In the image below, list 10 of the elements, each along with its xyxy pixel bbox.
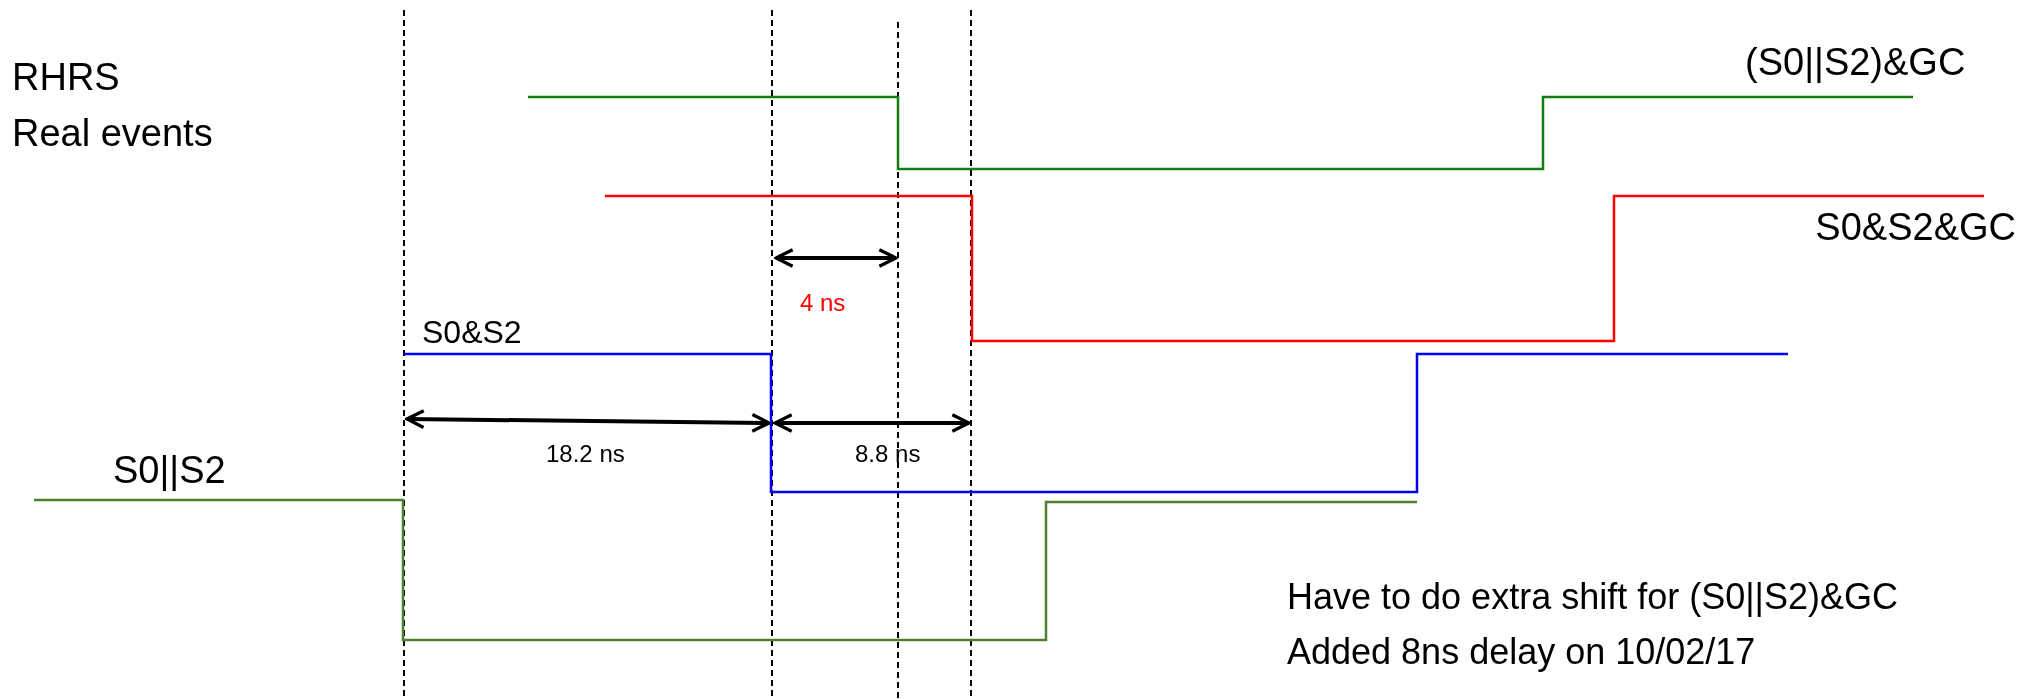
signal-label: S0||S2	[113, 451, 226, 489]
note-text: Have to do extra shift for (S0||S2)&GC	[1287, 579, 1898, 615]
signal-label: S0&S2&GC	[1815, 208, 2016, 246]
time-label: 4 ns	[800, 291, 846, 315]
title-text: Real events	[12, 114, 213, 152]
signal-label: S0&S2	[422, 316, 522, 348]
note-text: Added 8ns delay on 10/02/17	[1287, 634, 1756, 670]
signal-label: (S0||S2)&GC	[1745, 43, 1966, 81]
title-text: RHRS	[12, 58, 120, 96]
time-label: 18.2 ns	[546, 442, 625, 466]
